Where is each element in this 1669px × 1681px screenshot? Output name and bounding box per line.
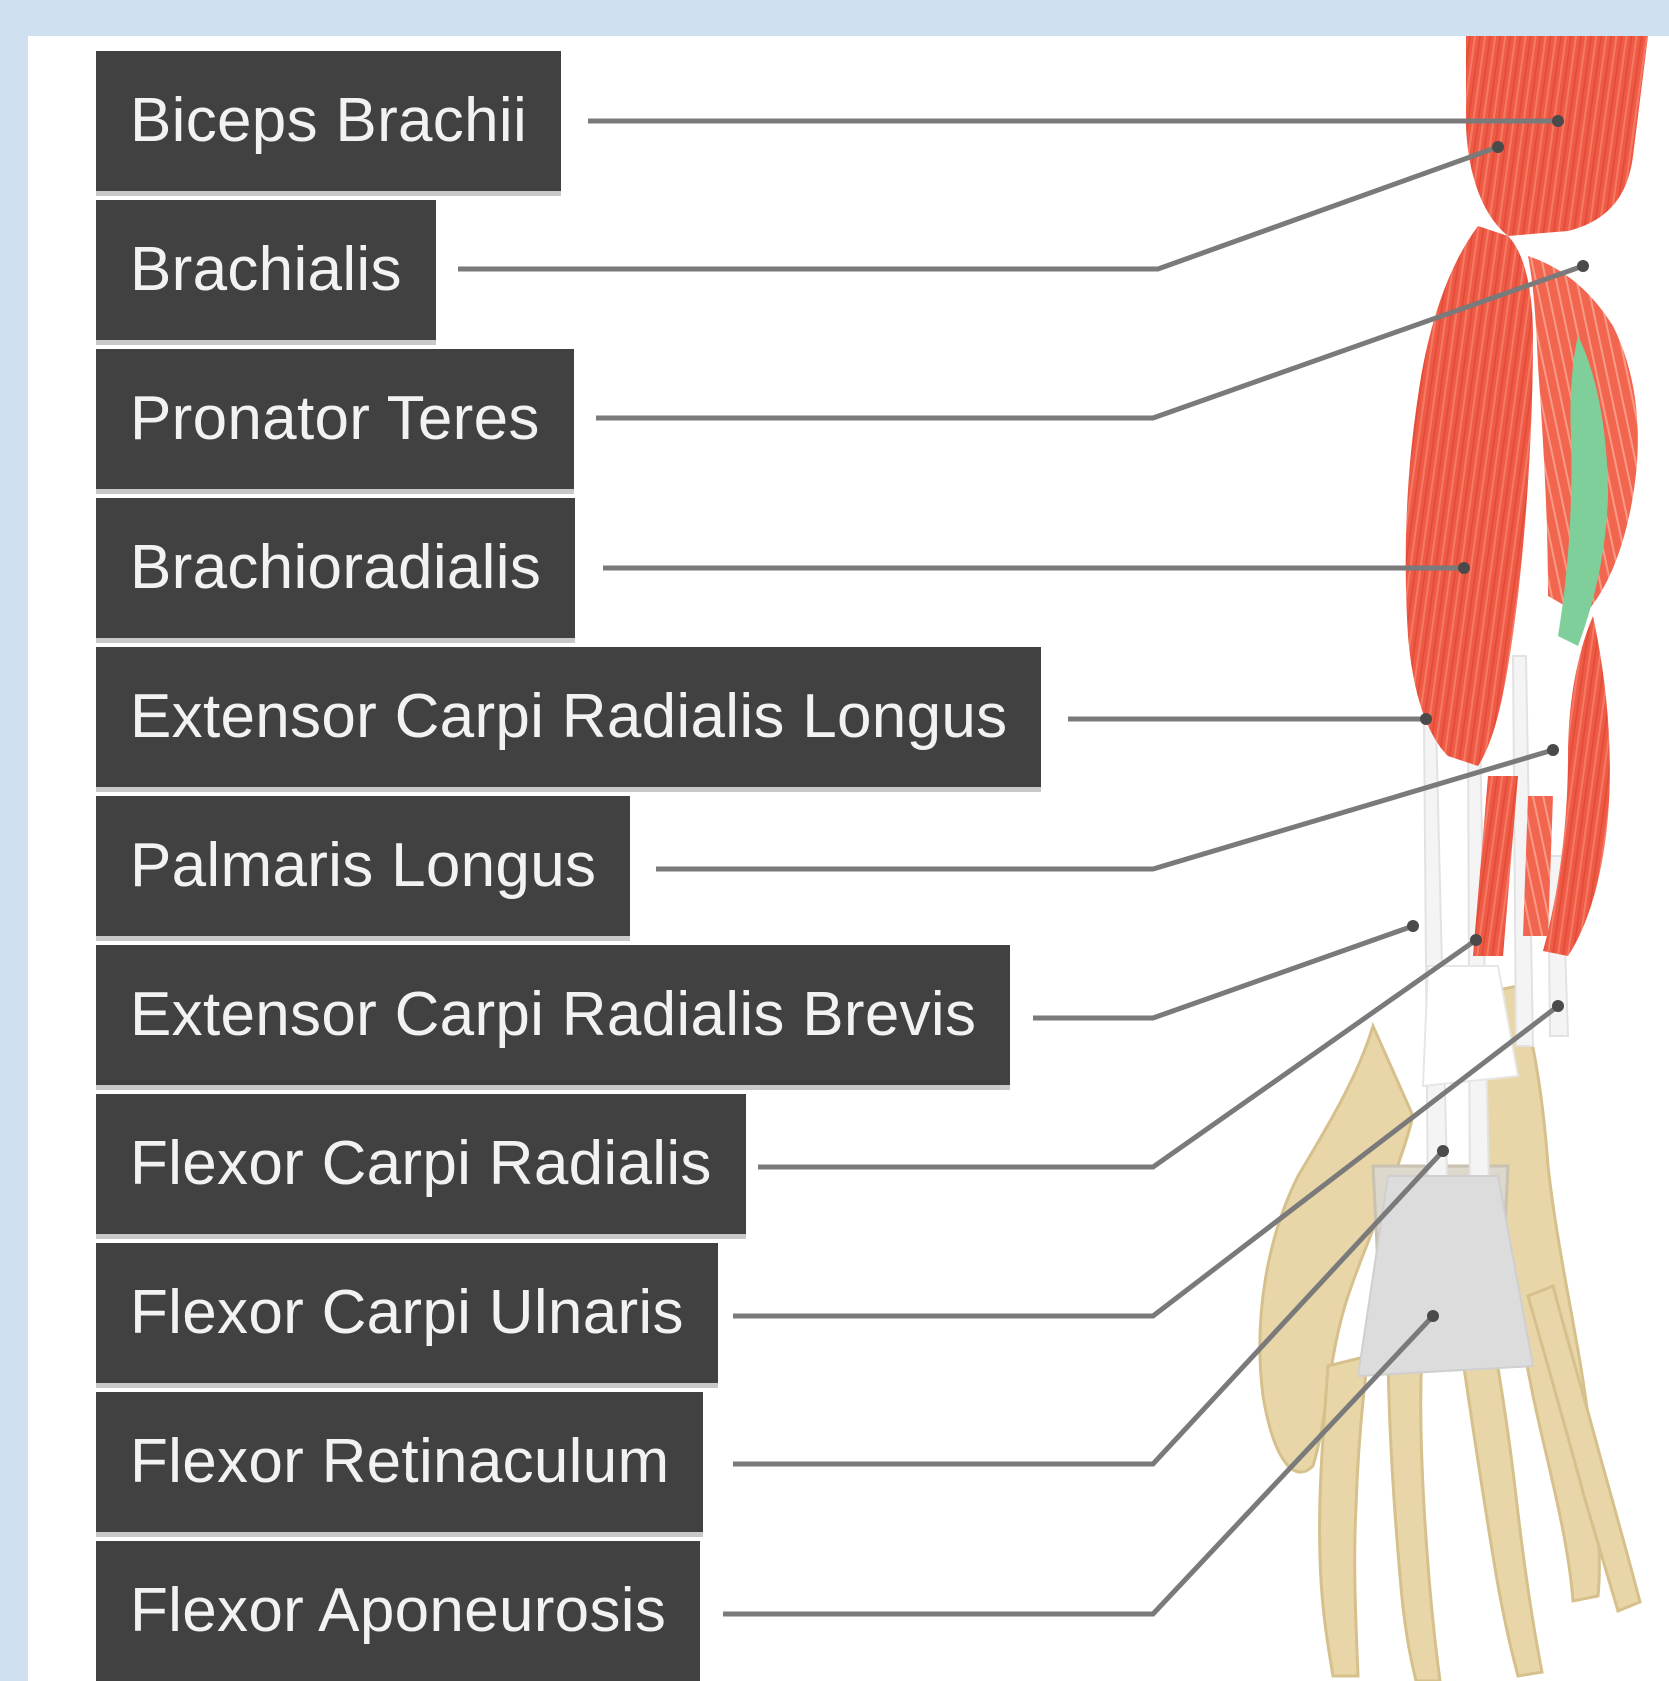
label-flexor-retinaculum: Flexor Retinaculum: [96, 1392, 703, 1532]
label-pronator-teres: Pronator Teres: [96, 349, 574, 489]
label-biceps-brachii: Biceps Brachii: [96, 51, 561, 191]
label-palmaris-longus: Palmaris Longus: [96, 796, 630, 936]
label-extensor-carpi-radialis-longus: Extensor Carpi Radialis Longus: [96, 647, 1041, 787]
leader-line-extensor-carpi-radialis-brevis: [1033, 926, 1413, 1018]
label-brachialis: Brachialis: [96, 200, 436, 340]
label-flexor-aponeurosis: Flexor Aponeurosis: [96, 1541, 700, 1681]
label-flexor-carpi-ulnaris: Flexor Carpi Ulnaris: [96, 1243, 718, 1383]
diagram-frame: Biceps Brachii Brachialis Pronator Teres…: [28, 36, 1669, 1681]
leader-line-brachialis: [458, 147, 1498, 269]
label-flexor-carpi-radialis: Flexor Carpi Radialis: [96, 1094, 746, 1234]
label-brachioradialis: Brachioradialis: [96, 498, 575, 638]
label-extensor-carpi-radialis-brevis: Extensor Carpi Radialis Brevis: [96, 945, 1010, 1085]
